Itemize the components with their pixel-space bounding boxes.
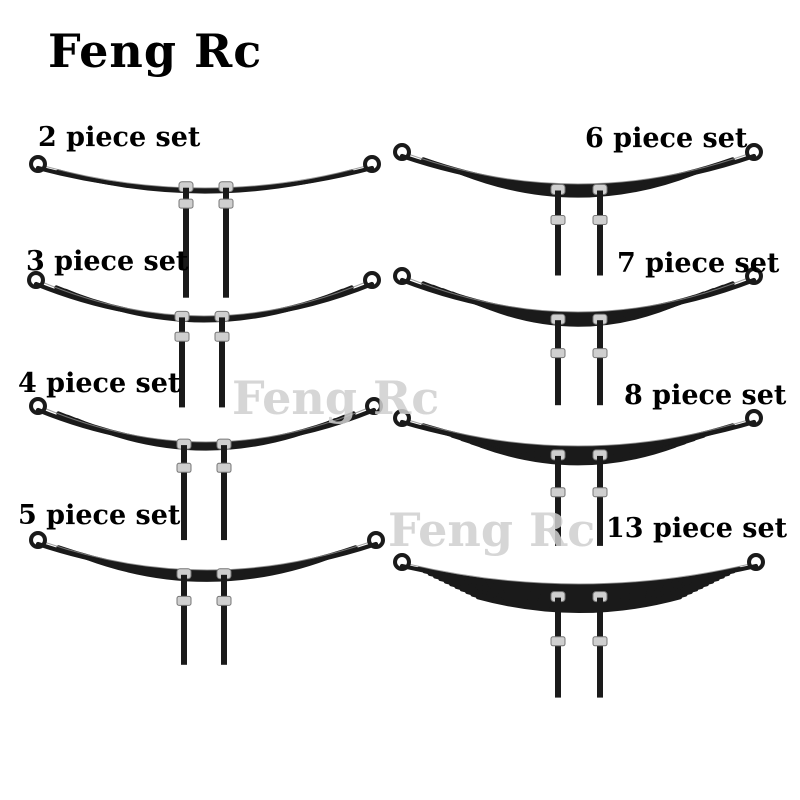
bolt-plate (218, 198, 234, 209)
u-bolt (221, 445, 227, 541)
u-bolt (597, 597, 603, 698)
bolt-plate (592, 348, 608, 359)
leaf-highlight (407, 563, 751, 585)
u-bolt (223, 187, 229, 298)
spring-eye (29, 397, 47, 415)
spring-eye (29, 531, 47, 549)
spring-leaf (84, 555, 330, 582)
u-bolt (183, 187, 189, 298)
set-label: 7 piece set (617, 248, 780, 279)
bolt-plate (550, 636, 566, 647)
bolt-plate (174, 331, 190, 342)
bolt-plate (550, 348, 566, 359)
brand-title: Feng Rc (48, 24, 263, 78)
set-label: 6 piece set (585, 123, 748, 154)
u-bolt (179, 317, 185, 408)
u-bolt (181, 574, 187, 665)
set-label: 8 piece set (624, 380, 787, 411)
spring-eye (393, 267, 411, 285)
u-bolt (597, 190, 603, 276)
spring-eye (367, 531, 385, 549)
bolt-plate (550, 215, 566, 225)
leaf-highlight (41, 281, 367, 317)
spring-eye (393, 143, 411, 161)
spring-eye (29, 155, 47, 173)
leaf-highlight (43, 407, 369, 443)
set-label: 2 piece set (38, 122, 201, 153)
leaf-highlight (43, 165, 367, 189)
bolt-plate (550, 487, 566, 498)
set-label: 5 piece set (18, 500, 181, 531)
bolt-plate (176, 595, 192, 606)
bolt-plate (214, 331, 230, 342)
u-bolt (597, 320, 603, 406)
spring-eye (363, 271, 381, 289)
set-label: 3 piece set (26, 246, 189, 277)
u-bolt (181, 445, 187, 541)
u-bolt (221, 574, 227, 665)
u-bolt (555, 190, 561, 276)
leaf-highlight (43, 541, 371, 571)
spring-leaf (479, 443, 677, 466)
bolt-plate (216, 595, 232, 606)
u-bolt (555, 455, 561, 546)
u-bolt (555, 320, 561, 406)
leaf-highlight (407, 153, 749, 185)
set-label: 13 piece set (606, 513, 788, 544)
spring-eye (745, 143, 763, 161)
spring-eye (745, 409, 763, 427)
leaf-highlight (407, 277, 749, 313)
spring-leaf (74, 418, 338, 451)
spring-eye (393, 409, 411, 427)
bolt-plate (176, 462, 192, 473)
spring-eye (745, 267, 763, 285)
spring-eye (365, 397, 383, 415)
watermark: Feng Rc (232, 371, 440, 425)
spring-leaf (459, 170, 697, 198)
bolt-plate (592, 215, 608, 225)
spring-leaf (63, 288, 345, 323)
spring-eye (747, 553, 765, 571)
watermark: Feng Rc (388, 503, 596, 557)
spring-eye (363, 155, 381, 173)
bolt-plate (592, 487, 608, 498)
spring-eye (27, 271, 45, 289)
spring-leaf (469, 298, 687, 327)
u-bolt (597, 455, 603, 546)
bolt-plate (216, 462, 232, 473)
leaf-highlight (407, 419, 749, 447)
spring-leaf (56, 169, 354, 194)
u-bolt (219, 317, 225, 408)
bolt-plate (178, 198, 194, 209)
u-bolt (555, 597, 561, 698)
set-label: 4 piece set (18, 368, 181, 399)
spring-eye (393, 553, 411, 571)
bolt-plate (592, 636, 608, 647)
spring-leaf (475, 595, 683, 613)
